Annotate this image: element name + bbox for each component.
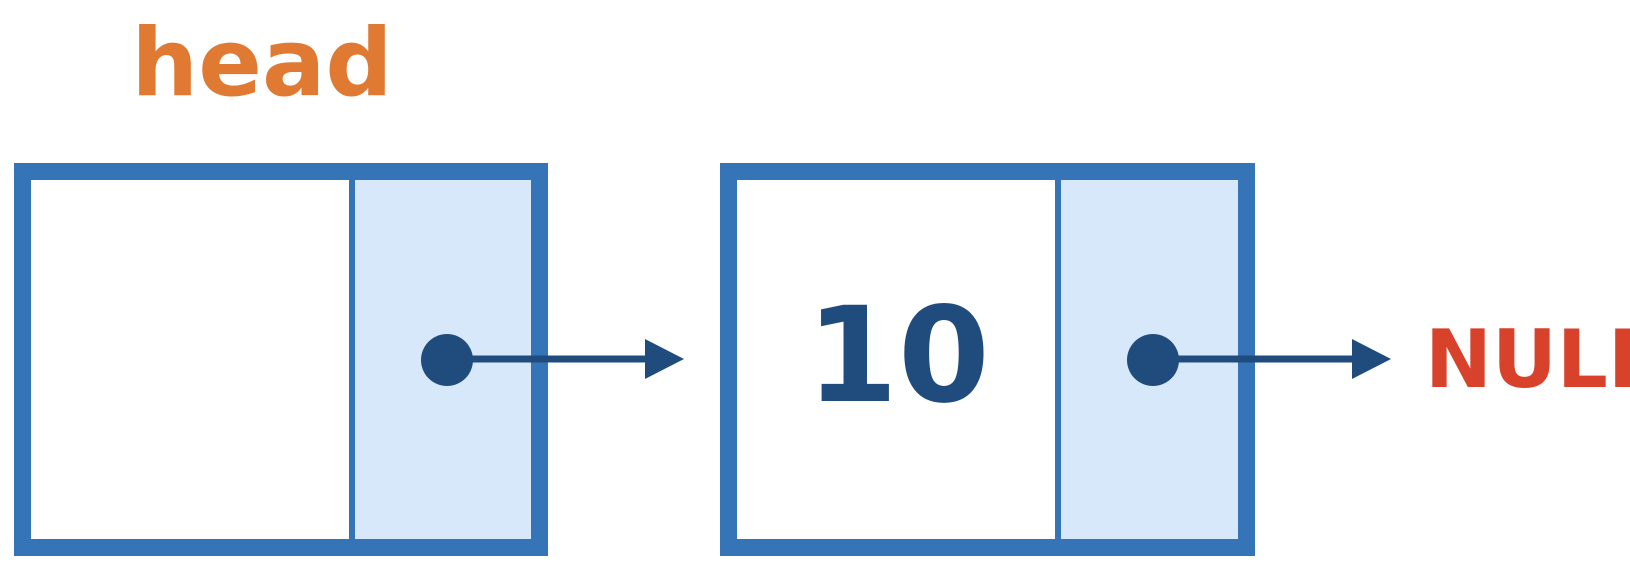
- pointer-2-arrowhead: [1352, 339, 1391, 379]
- pointer-1-arrowhead: [645, 339, 684, 379]
- pointer-arrow-2: [1127, 334, 1391, 386]
- pointer-2-dot: [1127, 334, 1179, 386]
- null-label: NULL: [1425, 313, 1630, 406]
- node-1-data-cell: [31, 180, 349, 539]
- node-2-value: 10: [806, 279, 990, 433]
- pointer-1-dot: [421, 334, 473, 386]
- head-label: head: [131, 9, 392, 118]
- node-2-data-cell: [737, 180, 1055, 539]
- pointer-arrow-1: [421, 334, 684, 386]
